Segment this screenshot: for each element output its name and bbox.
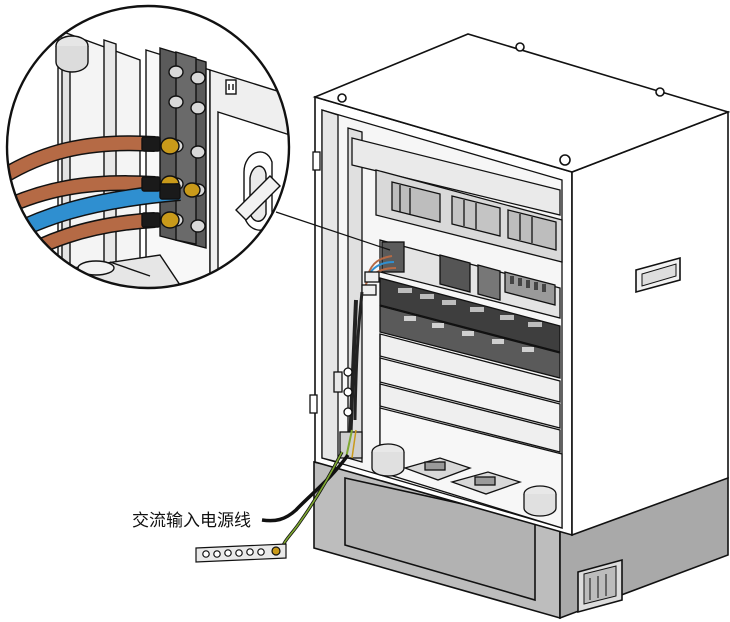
- magnified-terminal-block: [5, 4, 291, 290]
- terminal-block-target: [361, 241, 405, 296]
- ac-input-cable-label: 交流输入电源线: [132, 511, 251, 531]
- ac-input-cable: [261, 453, 350, 523]
- cabinet-side-handle: [635, 256, 681, 294]
- base-side-handle: [577, 558, 623, 614]
- magnifier-leader-line: [275, 211, 391, 251]
- cabinet-interior: [309, 109, 563, 529]
- ground-busbar-icon: [195, 543, 287, 563]
- ground-cable: [278, 451, 344, 553]
